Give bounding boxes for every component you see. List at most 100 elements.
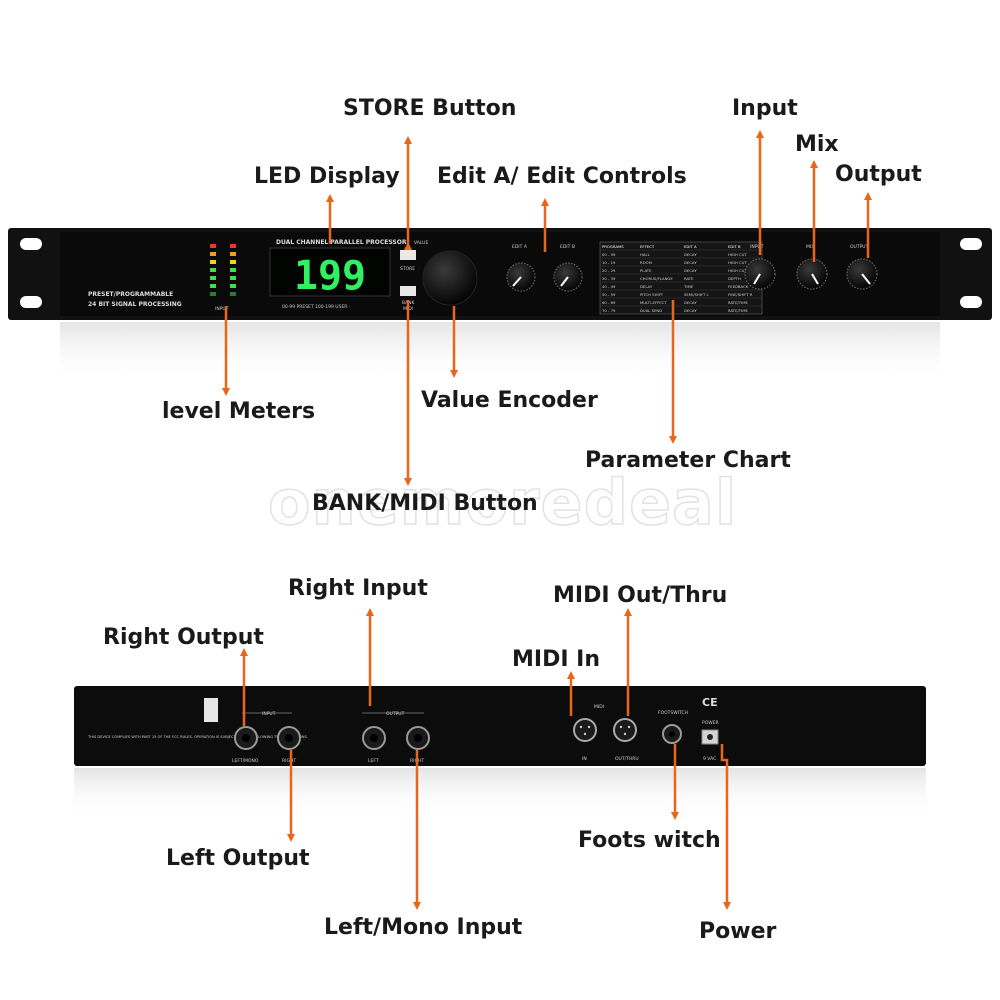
callout-foots-witch: Foots witch <box>578 828 721 853</box>
level-meters <box>210 244 236 296</box>
parameter-chart-cell: CHORUS/FLANGE <box>640 276 673 281</box>
parameter-chart-cell: 30 - 39 <box>602 276 616 281</box>
parameter-chart-cell: DECAY <box>684 252 697 257</box>
rack-hole-left-bottom <box>20 296 42 308</box>
midi-out-port[interactable] <box>613 718 637 742</box>
parameter-chart-cell: MULTI-EFFECT <box>640 300 667 305</box>
input-knob-label: INPUT <box>750 244 764 250</box>
input-group-label: INPUT <box>262 711 276 717</box>
parameter-chart-cell: PITCH SHIFT <box>640 292 664 297</box>
callout-midi-out-thru: MIDI Out/Thru <box>553 583 728 608</box>
watermark: onemoredeal <box>267 465 738 540</box>
fcc-text: THIS DEVICE COMPLIES WITH PART 15 OF THE… <box>87 735 308 739</box>
callout-led-display: LED Display <box>254 164 400 189</box>
left-output-label: LEFT <box>368 758 379 764</box>
callout-power: Power <box>699 919 777 944</box>
callout-right-input: Right Input <box>288 576 428 601</box>
output-group-label: OUTPUT <box>386 711 405 717</box>
parameter-chart-cell: DECAY <box>684 268 697 273</box>
parameter-chart-cell: RATE/TIME <box>728 308 748 313</box>
midi-group-label: MIDI <box>594 704 604 710</box>
footswitch-label: FOOTSWITCH <box>658 710 688 716</box>
parameter-chart-cell: HIGH CUT <box>728 260 747 265</box>
callout-output: Output <box>835 162 922 187</box>
parameter-chart-cell: PLATE <box>640 268 652 273</box>
left-output-jack[interactable] <box>362 726 386 750</box>
store-button[interactable] <box>400 250 416 260</box>
parameter-chart-cell: 20 - 29 <box>602 268 616 273</box>
store-label: STORE <box>400 266 415 272</box>
callout-midi-in: MIDI In <box>512 647 601 672</box>
parameter-chart-cell: DUAL SEND <box>640 308 662 313</box>
callout-mix: Mix <box>795 132 839 157</box>
edit-b-knob[interactable] <box>553 262 583 292</box>
parameter-chart-cell: RATE <box>684 276 694 281</box>
parameter-chart-cell: HIGH CUT <box>728 252 747 257</box>
midi-in-label: IN <box>582 756 587 762</box>
model-line2: 24 BIT SIGNAL PROCESSING <box>88 301 182 308</box>
output-knob-label: OUTPUT <box>850 244 869 250</box>
callout-left-output: Left Output <box>166 846 310 871</box>
right-input-jack[interactable] <box>277 726 301 750</box>
parameter-chart-cell: DECAY <box>684 300 697 305</box>
right-output-jack[interactable] <box>406 726 430 750</box>
parameter-chart-cell: SEMI/SHIFT L <box>684 292 710 297</box>
footswitch-jack[interactable] <box>662 724 682 744</box>
callout-left-mono-input: Left/Mono Input <box>324 915 523 940</box>
parameter-chart-header: EFFECT <box>640 244 655 249</box>
left-mono-label: LEFT/MONO <box>232 758 259 764</box>
processor-title: DUAL CHANNEL PARALLEL PROCESSOR <box>276 239 407 246</box>
parameter-chart-cell: 10 - 19 <box>602 260 616 265</box>
parameter-chart-cell: HIGH CUT <box>728 268 747 273</box>
callout-edit-controls: Edit A/ Edit Controls <box>437 164 687 189</box>
edit-a-knob[interactable] <box>506 262 536 292</box>
warning-label <box>204 698 218 722</box>
right-input-label: RIGHT <box>282 758 296 764</box>
mix-knob[interactable] <box>796 258 828 290</box>
mix-knob-label: MIX <box>806 244 814 250</box>
rack-hole-right-bottom <box>960 296 982 308</box>
callout-right-output: Right Output <box>103 625 264 650</box>
parameter-chart-cell: FEEDBACK <box>728 284 749 289</box>
front-reflection <box>60 322 940 382</box>
parameter-chart-cell: ROOM <box>640 260 652 265</box>
rear-reflection <box>74 768 926 818</box>
bank-midi-button[interactable] <box>400 286 416 296</box>
input-knob[interactable] <box>744 258 776 290</box>
midi-out-label: OUT/THRU <box>615 756 639 762</box>
midi-in-port[interactable] <box>573 718 597 742</box>
parameter-chart-cell: DECAY <box>684 308 697 313</box>
parameter-chart-cell: 00 - 09 <box>602 252 616 257</box>
left-mono-input-jack[interactable] <box>234 726 258 750</box>
rack-hole-left-top <box>20 238 42 250</box>
parameter-chart-cell: 70 - 79 <box>602 308 616 313</box>
value-label: VALUE <box>414 240 428 246</box>
meter-caption: INPUT <box>215 306 229 312</box>
edit-b-label: EDIT B <box>560 244 575 250</box>
parameter-chart-cell: RATE/TIME <box>728 300 748 305</box>
power-label: POWER <box>702 720 719 726</box>
parameter-chart-cell: 40 - 49 <box>602 284 616 289</box>
parameter-chart-header: EDIT B <box>728 244 741 249</box>
edit-a-label: EDIT A <box>512 244 528 250</box>
output-knob[interactable] <box>846 258 878 290</box>
value-encoder[interactable] <box>422 250 478 306</box>
parameter-chart-header: PROGRAMS <box>602 244 624 249</box>
parameter-chart-cell: DELAY <box>640 284 653 289</box>
parameter-chart-header: EDIT A <box>684 244 697 249</box>
ce-mark: CE <box>702 696 718 709</box>
parameter-chart-cell: DECAY <box>684 260 697 265</box>
power-rating: 9 VAC <box>703 756 716 762</box>
led-display-value: 199 <box>294 253 366 299</box>
parameter-chart-cell: DEPTH <box>728 276 741 281</box>
parameter-chart-cell: TIME <box>683 284 694 289</box>
parameter-chart-cell: 60 - 69 <box>602 300 616 305</box>
callout-bank-midi-button: BANK/MIDI Button <box>312 491 538 516</box>
led-display <box>269 247 391 297</box>
parameter-chart-cell: 50 - 59 <box>602 292 616 297</box>
model-line1: PRESET/PROGRAMMABLE <box>88 291 173 298</box>
callout-level-meters: level Meters <box>162 399 316 424</box>
rack-hole-right-top <box>960 238 982 250</box>
